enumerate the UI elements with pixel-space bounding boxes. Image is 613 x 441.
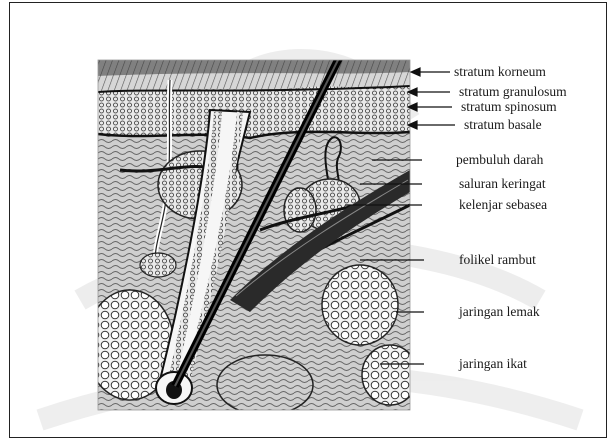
label-jaringan-lemak: jaringan lemak (459, 305, 540, 319)
label-kelenjar-sebasea: kelenjar sebasea (459, 198, 547, 212)
label-stratum-spinosum: stratum spinosum (461, 100, 557, 114)
label-folikel-rambut: folikel rambut (459, 253, 536, 267)
label-jaringan-ikat: jaringan ikat (459, 357, 527, 371)
label-saluran-keringat: saluran keringat (459, 177, 546, 191)
label-stratum-basale: stratum basale (464, 118, 542, 132)
label-stratum-granulosum: stratum granulosum (459, 85, 567, 99)
label-stratum-korneum: stratum korneum (454, 65, 546, 79)
label-pembuluh-darah: pembuluh darah (456, 153, 543, 167)
